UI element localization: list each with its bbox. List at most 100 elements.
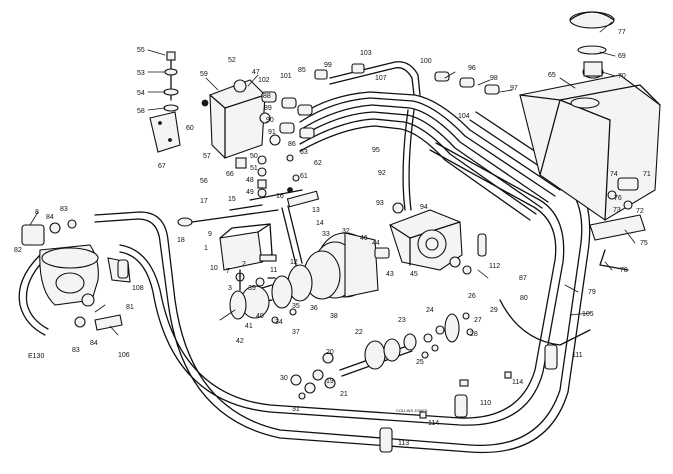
callout-24: 24 xyxy=(426,307,434,314)
callout-21: 21 xyxy=(340,391,348,398)
callout-46: 46 xyxy=(360,235,368,242)
callout-107: 107 xyxy=(375,75,387,82)
callout-90: 90 xyxy=(266,117,274,124)
callout-25: 25 xyxy=(416,359,424,366)
callout-60: 60 xyxy=(186,125,194,132)
callout-40: 40 xyxy=(256,313,264,320)
callout-69: 69 xyxy=(618,53,626,60)
callout-77: 77 xyxy=(618,29,626,36)
callout-78: 78 xyxy=(620,267,628,274)
callout-67: 67 xyxy=(158,163,166,170)
callout-99: 99 xyxy=(324,62,332,69)
callout-19: 19 xyxy=(326,378,334,385)
left-pump-assembly xyxy=(21,219,131,331)
callout-61: 61 xyxy=(300,173,308,180)
callout-88: 88 xyxy=(263,93,271,100)
callout-98: 98 xyxy=(490,75,498,82)
callout-32: 32 xyxy=(342,228,350,235)
callout-13: 13 xyxy=(312,207,320,214)
callout-7: 7 xyxy=(226,268,230,275)
small-parts-column xyxy=(257,154,300,198)
callout-28: 28 xyxy=(470,331,478,338)
callout-63: 63 xyxy=(300,149,308,156)
callout-73: 73 xyxy=(613,207,621,214)
callout-76: 76 xyxy=(614,195,622,202)
callout-82: 82 xyxy=(14,247,22,254)
callout-62: 62 xyxy=(314,160,322,167)
upper-valve-block xyxy=(149,51,266,169)
callout-94: 94 xyxy=(420,204,428,211)
callout-16: 16 xyxy=(276,193,284,200)
callout-105: 105 xyxy=(582,311,594,318)
callout-86: 86 xyxy=(288,141,296,148)
callout-55: 55 xyxy=(137,47,145,54)
callout-97: 97 xyxy=(510,85,518,92)
union-fittings xyxy=(259,63,500,146)
callout-79: 79 xyxy=(588,289,596,296)
callout-112: 112 xyxy=(489,263,500,270)
artist-credit: COLLINS JONES xyxy=(396,408,428,413)
callout-31: 31 xyxy=(292,406,300,413)
callout-20: 20 xyxy=(326,349,334,356)
callout-106: 106 xyxy=(118,352,130,359)
callout-38: 38 xyxy=(330,313,338,320)
right-pump-body xyxy=(374,202,487,275)
callout-36: 36 xyxy=(310,305,318,312)
callout-84: 84 xyxy=(46,214,54,221)
callout-111: 111 xyxy=(572,352,583,359)
callout-102: 102 xyxy=(258,77,270,84)
callout-17: 17 xyxy=(200,198,208,205)
callout-18: 18 xyxy=(177,237,185,244)
callout-75: 75 xyxy=(640,240,648,247)
callout-66: 66 xyxy=(226,171,234,178)
callout-87: 87 xyxy=(519,275,527,282)
callout-83-lower: 83 xyxy=(72,347,80,354)
callout-95: 95 xyxy=(372,147,380,154)
callout-113: 113 xyxy=(398,440,409,447)
callout-71: 71 xyxy=(643,171,651,178)
callout-27: 27 xyxy=(474,317,482,324)
callout-103: 103 xyxy=(360,50,372,57)
callout-91: 91 xyxy=(268,129,276,136)
callout-52: 52 xyxy=(228,57,236,64)
callout-37: 37 xyxy=(292,329,300,336)
callout-57: 57 xyxy=(203,153,211,160)
callout-59: 59 xyxy=(200,71,208,78)
callout-53: 53 xyxy=(137,70,145,77)
callout-34: 34 xyxy=(275,319,283,326)
callout-93: 93 xyxy=(376,200,384,207)
callout-14: 14 xyxy=(316,220,324,227)
callout-9: 9 xyxy=(208,231,212,238)
callout-101: 101 xyxy=(280,73,292,80)
callout-33: 33 xyxy=(322,231,330,238)
callout-labels: 55 53 54 58 67 59 52 47 60 57 56 66 102 … xyxy=(14,29,651,447)
centre-shaft-parts xyxy=(290,312,474,400)
callout-85: 85 xyxy=(298,67,306,74)
callout-41: 41 xyxy=(245,323,253,330)
callout-39: 39 xyxy=(248,285,256,292)
callout-11: 11 xyxy=(270,267,277,274)
callout-15: 15 xyxy=(228,196,236,203)
callout-84-lower: 84 xyxy=(90,340,98,347)
callout-49: 49 xyxy=(246,189,254,196)
callout-70: 70 xyxy=(618,73,626,80)
tank-bracket-fittings xyxy=(589,177,646,271)
callout-114: 114 xyxy=(512,379,523,386)
leader-lines xyxy=(29,21,636,336)
callout-81: 81 xyxy=(126,304,134,311)
callout-65: 65 xyxy=(548,72,556,79)
pipe-clips xyxy=(117,259,558,453)
callout-92: 92 xyxy=(378,170,386,177)
callout-110: 110 xyxy=(480,400,491,407)
callout-89: 89 xyxy=(264,105,272,112)
callout-96: 96 xyxy=(468,65,476,72)
callout-58: 58 xyxy=(137,108,145,115)
callout-80: 80 xyxy=(520,295,528,302)
callout-44: 44 xyxy=(372,240,380,247)
callout-3: 3 xyxy=(228,285,232,292)
reservoir-tank xyxy=(519,11,661,221)
callout-29: 29 xyxy=(490,307,498,314)
callout-12: 12 xyxy=(290,259,298,266)
callout-56: 56 xyxy=(200,178,208,185)
